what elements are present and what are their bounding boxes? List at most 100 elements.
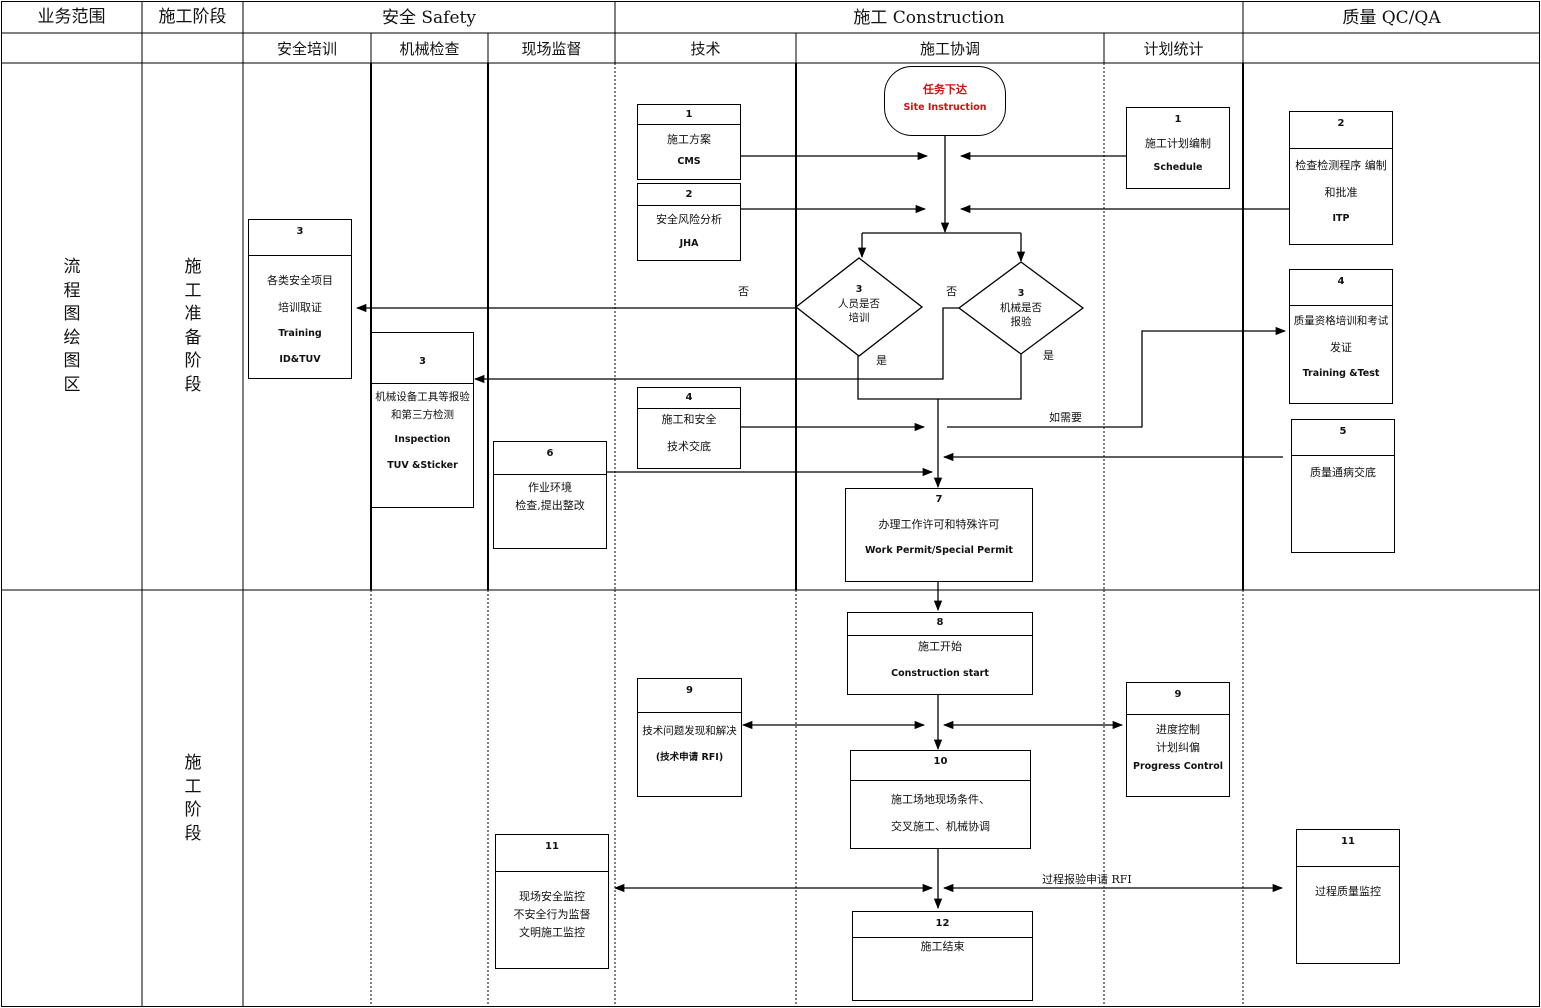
box-site-safety-monitor-num: 11	[496, 835, 608, 872]
lane-safety-training: 安全培训	[276, 40, 337, 58]
label-no-personnel: 否	[738, 285, 749, 298]
box-rfi-text: 技术问题发现和解决	[642, 725, 737, 737]
label-no-machine: 否	[946, 285, 957, 298]
box-safety-training-num: 3	[249, 220, 351, 256]
header-scope: 业务范围	[37, 7, 106, 27]
box-progress-control-text1: 进度控制	[1156, 723, 1200, 736]
box-quality-training-text1: 质量资格培训和考试	[1293, 315, 1389, 327]
box-itp-num: 2	[1290, 112, 1392, 149]
box-safety-training-text1: 各类安全项目	[267, 274, 333, 287]
header-phase: 施工阶段	[158, 7, 227, 27]
box-quality-briefing-text: 质量通病交底	[1310, 466, 1376, 479]
decision-machine-line1: 机械是否	[1000, 302, 1042, 314]
scope-label: 流程图绘图区	[63, 257, 81, 395]
box-site-safety-monitor-text3: 文明施工监控	[519, 926, 585, 939]
decision-machine-text: 3 机械是否 报验	[976, 287, 1066, 329]
header-construction: 施工 Construction	[853, 8, 1005, 28]
box-schedule: 1 施工计划编制 Schedule	[1126, 107, 1230, 189]
box-tech-briefing: 4 施工和安全 技术交底	[637, 387, 741, 469]
box-cms-num: 1	[638, 105, 740, 125]
box-construction-start: 8 施工开始 Construction start	[847, 612, 1033, 695]
box-quality-training: 4 质量资格培训和考试 发证 Training &Test	[1289, 269, 1393, 404]
box-work-permit-text: 办理工作许可和特殊许可	[878, 518, 1000, 531]
decision-personnel-num: 3	[855, 284, 863, 295]
box-machine-inspection-num: 3	[372, 333, 473, 384]
lane-site-supervision: 现场监督	[521, 40, 582, 58]
box-safety-training: 3 各类安全项目 培训取证 Training ID&TUV	[248, 219, 352, 379]
lane-technical: 技术	[690, 40, 721, 58]
header-safety: 安全 Safety	[382, 8, 476, 28]
box-construction-end: 12 施工结束	[852, 911, 1033, 1001]
terminal-cn: 任务下达	[923, 83, 967, 96]
lane-lines	[370, 33, 1244, 1006]
box-quality-training-text2: 发证	[1330, 341, 1352, 354]
box-jha-num: 2	[638, 184, 740, 206]
box-work-env-text2: 检查,提出整改	[515, 499, 585, 512]
box-tech-briefing-text1: 施工和安全	[661, 413, 717, 426]
box-construction-start-text: 施工开始	[918, 640, 962, 653]
box-rfi: 9 技术问题发现和解决 (技术申请 RFI)	[637, 678, 742, 797]
phase-construction-label: 施工阶段	[184, 753, 202, 844]
box-quality-briefing-num: 5	[1292, 420, 1394, 456]
box-safety-training-text2: 培训取证	[278, 301, 322, 314]
label-yes-personnel: 是	[876, 354, 887, 367]
box-cms-text: 施工方案	[667, 133, 711, 146]
box-work-env-num: 6	[494, 442, 606, 475]
decision-machine-num: 3	[1017, 288, 1025, 299]
label-process-rfi: 过程报验申请 RFI	[1042, 873, 1132, 886]
box-site-safety-monitor-text2: 不安全行为监督	[513, 908, 591, 921]
box-machine-inspection-en: Inspection	[394, 434, 451, 445]
box-machine-inspection-text2: 和第三方检测	[391, 409, 454, 421]
lane-machine-check: 机械检查	[399, 40, 460, 58]
box-jha: 2 安全风险分析 JHA	[637, 183, 741, 261]
lane-planning: 计划统计	[1143, 40, 1204, 58]
box-site-coordination-num: 10	[851, 751, 1030, 781]
decision-personnel-line2: 培训	[848, 312, 870, 324]
box-cms: 1 施工方案 CMS	[637, 104, 741, 180]
box-tech-briefing-num: 4	[638, 388, 740, 409]
decision-personnel-line1: 人员是否	[838, 298, 880, 310]
box-work-permit-en: Work Permit/Special Permit	[865, 545, 1013, 556]
box-quality-training-en: Training &Test	[1302, 368, 1380, 379]
decision-personnel-trained	[794, 257, 924, 357]
box-itp-text2: 和批准	[1324, 186, 1358, 199]
box-jha-text: 安全风险分析	[656, 213, 722, 226]
box-quality-briefing: 5 质量通病交底	[1291, 419, 1395, 553]
box-machine-inspection: 3 机械设备工具等报验 和第三方检测 Inspection TUV &Stick…	[371, 332, 474, 508]
box-construction-start-en: Construction start	[891, 668, 989, 679]
box-work-env: 6 作业环境 检查,提出整改	[493, 441, 607, 549]
box-machine-inspection-en2: TUV &Sticker	[387, 460, 458, 471]
box-schedule-num: 1	[1174, 114, 1182, 125]
label-yes-machine: 是	[1043, 349, 1054, 362]
box-safety-training-en: Training	[278, 328, 322, 339]
box-itp-en: ITP	[1332, 213, 1350, 224]
box-safety-training-en2: ID&TUV	[279, 354, 321, 365]
box-quality-training-num: 4	[1290, 270, 1392, 306]
decision-machine-line2: 报验	[1010, 316, 1032, 328]
box-work-env-text1: 作业环境	[528, 481, 572, 494]
box-schedule-text: 施工计划编制	[1145, 137, 1211, 150]
box-itp: 2 检查检测程序 编制 和批准 ITP	[1289, 111, 1393, 245]
terminal-en: Site Instruction	[903, 102, 987, 113]
box-construction-end-num: 12	[853, 912, 1032, 938]
box-jha-en: JHA	[679, 238, 699, 249]
decision-personnel-text: 3 人员是否 培训	[814, 283, 904, 325]
box-itp-text1: 检查检测程序 编制	[1295, 159, 1387, 172]
box-work-permit-num: 7	[935, 494, 943, 505]
box-site-coordination-text1: 施工场地现场条件、	[891, 793, 990, 806]
box-schedule-en: Schedule	[1153, 162, 1203, 173]
box-site-coordination: 10 施工场地现场条件、 交叉施工、机械协调	[850, 750, 1031, 849]
label-if-needed: 如需要	[1049, 411, 1082, 424]
box-tech-briefing-text2: 技术交底	[667, 440, 711, 453]
box-machine-inspection-text1: 机械设备工具等报验	[375, 391, 470, 403]
box-progress-control-en: Progress Control	[1133, 761, 1223, 772]
box-work-permit: 7 办理工作许可和特殊许可 Work Permit/Special Permit	[845, 488, 1033, 582]
box-rfi-en: (技术申请 RFI)	[655, 752, 724, 763]
box-quality-monitor: 11 过程质量监控	[1296, 829, 1400, 964]
box-construction-start-num: 8	[848, 613, 1032, 636]
box-progress-control: 9 进度控制 计划纠偏 Progress Control	[1126, 682, 1230, 797]
box-quality-monitor-text: 过程质量监控	[1315, 885, 1381, 898]
box-site-safety-monitor-text1: 现场安全监控	[519, 890, 585, 903]
box-construction-end-text: 施工结束	[920, 940, 965, 953]
